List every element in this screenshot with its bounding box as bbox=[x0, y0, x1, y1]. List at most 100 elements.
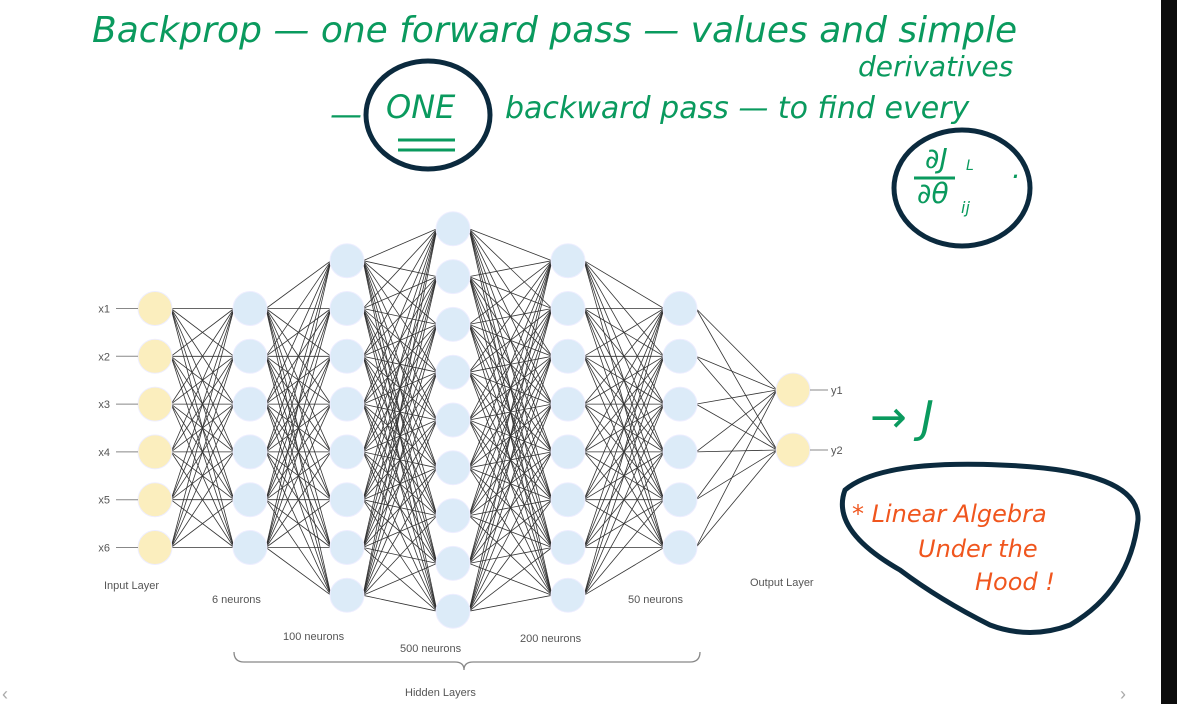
connection bbox=[362, 228, 438, 500]
connection bbox=[468, 228, 553, 262]
connection bbox=[468, 594, 553, 612]
connection bbox=[265, 308, 332, 548]
hidden-neuron bbox=[329, 482, 365, 518]
hidden-neuron bbox=[232, 530, 268, 565]
input-label: x4 bbox=[98, 447, 110, 459]
hidden-neuron bbox=[550, 434, 586, 470]
connection bbox=[695, 308, 778, 391]
connection bbox=[583, 260, 665, 309]
prev-slide-button[interactable]: ‹ bbox=[2, 684, 8, 704]
connection bbox=[695, 355, 778, 391]
connection bbox=[170, 308, 235, 357]
hidden-neuron bbox=[550, 386, 586, 422]
connection bbox=[362, 228, 438, 405]
connection bbox=[265, 547, 332, 596]
hidden-neuron bbox=[232, 434, 268, 470]
connection bbox=[468, 260, 553, 516]
connection bbox=[265, 260, 332, 405]
hidden-neuron bbox=[232, 291, 268, 326]
annotation-derivatives: derivatives bbox=[858, 50, 1013, 83]
connection bbox=[695, 449, 778, 453]
connection bbox=[583, 356, 665, 596]
connection bbox=[468, 499, 553, 612]
output-label: y1 bbox=[831, 385, 843, 397]
connection bbox=[695, 449, 778, 501]
hidden-neuron bbox=[232, 386, 268, 422]
output-neuron bbox=[775, 432, 811, 468]
note-line-1: * Linear Algebra bbox=[852, 500, 1047, 528]
input-neuron bbox=[137, 338, 173, 374]
input-label: x1 bbox=[98, 304, 110, 316]
connection bbox=[695, 389, 778, 453]
connection bbox=[265, 260, 332, 357]
connection bbox=[468, 260, 553, 421]
hidden-neuron bbox=[662, 386, 698, 422]
connection bbox=[362, 419, 438, 596]
connection bbox=[265, 356, 332, 548]
connection bbox=[468, 451, 553, 612]
hidden-neuron bbox=[662, 291, 698, 326]
connection bbox=[583, 451, 665, 596]
connection bbox=[170, 499, 235, 548]
partial-numerator: ∂J bbox=[925, 142, 948, 175]
hidden-neuron bbox=[329, 434, 365, 470]
connection bbox=[170, 308, 235, 453]
connections bbox=[170, 228, 778, 612]
hidden-neuron bbox=[435, 211, 471, 247]
connection bbox=[265, 260, 332, 309]
connection bbox=[695, 356, 778, 451]
connection bbox=[362, 372, 438, 596]
hidden-neuron bbox=[550, 338, 586, 374]
input-label: x5 bbox=[98, 495, 110, 507]
annotation-backprop: Backprop — one forward pass — values and… bbox=[92, 10, 1017, 51]
connection bbox=[170, 308, 235, 405]
partial-denominator: ∂θ bbox=[917, 177, 949, 210]
connection bbox=[362, 324, 438, 596]
hidden-neuron bbox=[435, 498, 471, 534]
hidden-neuron bbox=[435, 259, 471, 295]
next-slide-button[interactable]: › bbox=[1120, 684, 1126, 704]
connection bbox=[468, 260, 553, 564]
hidden-neuron bbox=[329, 386, 365, 422]
connection bbox=[583, 308, 665, 405]
connection bbox=[362, 467, 438, 596]
connection bbox=[583, 499, 665, 596]
connection bbox=[362, 515, 438, 596]
hidden-neuron bbox=[435, 450, 471, 486]
input-label: x2 bbox=[98, 351, 110, 363]
connection bbox=[468, 260, 553, 373]
hidden-label-1: 6 neurons bbox=[212, 594, 261, 606]
input-neuron bbox=[137, 434, 173, 470]
hidden-neuron bbox=[329, 243, 365, 279]
connection bbox=[468, 260, 553, 468]
hidden-layers-label: Hidden Layers bbox=[405, 687, 476, 699]
note-outline bbox=[839, 461, 1141, 635]
annotation-dash: — bbox=[330, 95, 362, 133]
connection bbox=[265, 451, 332, 548]
circle-one bbox=[363, 58, 493, 172]
annotation-one: ONE bbox=[386, 88, 456, 126]
connection bbox=[583, 308, 665, 453]
page-indicator: · · · · · bbox=[540, 700, 568, 704]
note-line-2: Under the bbox=[918, 535, 1038, 563]
hidden-neuron bbox=[662, 434, 698, 470]
input-label: x6 bbox=[98, 543, 110, 555]
hidden-neuron bbox=[232, 338, 268, 374]
connection bbox=[468, 547, 553, 612]
hidden-neuron bbox=[232, 482, 268, 518]
output-neuron bbox=[775, 372, 811, 408]
input-label: x3 bbox=[98, 399, 110, 411]
connection bbox=[583, 308, 665, 357]
hidden-neuron bbox=[550, 530, 586, 565]
partial-subscript: ij bbox=[961, 198, 970, 217]
connection bbox=[583, 547, 665, 596]
connection bbox=[583, 308, 665, 500]
hidden-label-2: 100 neurons bbox=[283, 631, 345, 643]
connection bbox=[695, 389, 778, 500]
circle-partial bbox=[891, 127, 1033, 249]
connection bbox=[362, 563, 438, 596]
connection bbox=[362, 228, 438, 548]
